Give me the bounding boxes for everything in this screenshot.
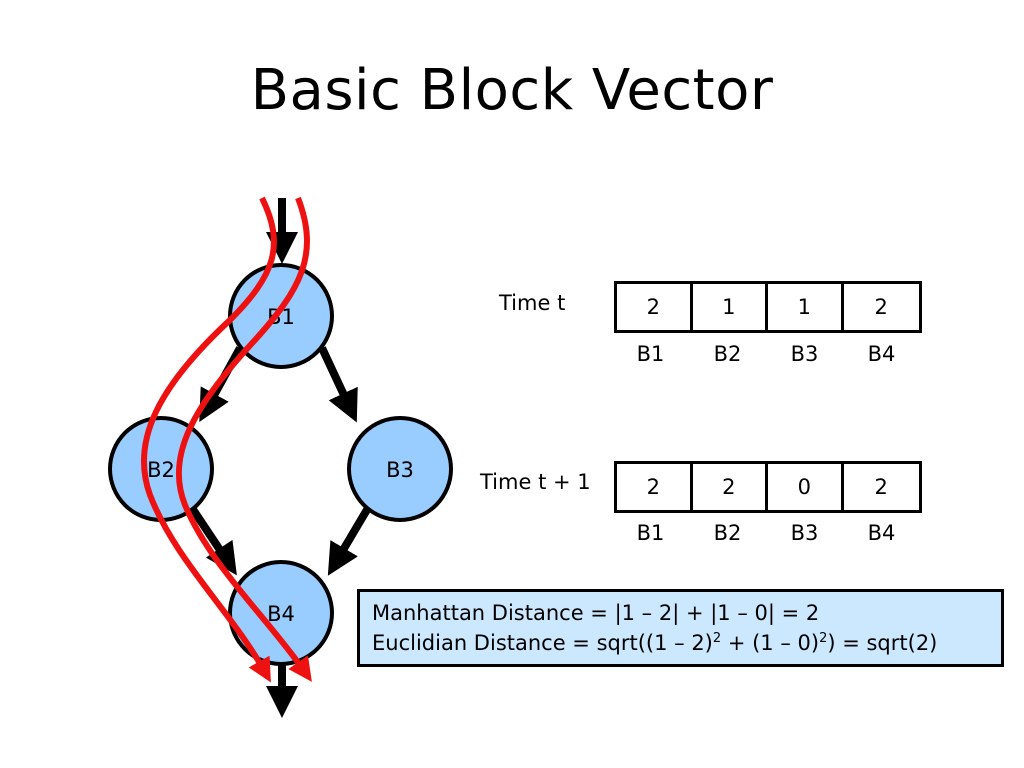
vector-t1-header: B3 xyxy=(790,521,819,545)
vector-t1-headers: B1 B2 B3 B4 xyxy=(612,521,920,545)
vector-t1: 2 2 0 2 xyxy=(614,461,922,513)
node-b2: B2 xyxy=(108,416,214,522)
vector-t-header: B3 xyxy=(790,342,819,366)
vector-t: 2 1 1 2 xyxy=(614,281,922,333)
vector-t1-header: B2 xyxy=(713,521,742,545)
execution-path-1 xyxy=(140,196,277,683)
vector-t1-cell: 2 xyxy=(693,464,768,510)
node-b4-circle xyxy=(228,560,334,666)
execution-path-2 xyxy=(175,196,312,682)
vector-t1-cell: 0 xyxy=(768,464,844,510)
vector-t1-header: B1 xyxy=(636,521,665,545)
edge-b2-b4 xyxy=(188,505,237,576)
euclid-part-a: Euclidian Distance = sqrt((1 – 2) xyxy=(372,631,713,655)
vector-t-header: B4 xyxy=(867,342,896,366)
vector-t-headers: B1 B2 B3 B4 xyxy=(612,342,920,366)
manhattan-distance: Manhattan Distance = |1 – 2| + |1 – 0| =… xyxy=(372,601,820,625)
node-b3-circle xyxy=(347,416,453,522)
distance-box: Manhattan Distance = |1 – 2| + |1 – 0| =… xyxy=(357,589,1004,667)
vector-t-cell: 1 xyxy=(768,284,844,330)
vector-t-header: B2 xyxy=(713,342,742,366)
node-b4-label: B4 xyxy=(267,602,295,626)
vector-t1-cell: 2 xyxy=(874,475,888,499)
edge-b1-b3 xyxy=(318,346,358,423)
slide-title: Basic Block Vector xyxy=(250,58,774,123)
node-b2-label: B2 xyxy=(147,458,175,482)
node-b3-label: B3 xyxy=(386,458,414,482)
vector-t1-label: Time t + 1 xyxy=(480,470,591,494)
euclid-part-b: + (1 – 0) xyxy=(721,631,820,655)
euclid-exponent-2: 2 xyxy=(819,631,828,646)
euclidian-distance: Euclidian Distance = sqrt((1 – 2)2 + (1 … xyxy=(372,628,989,658)
euclid-part-c: ) = sqrt(2) xyxy=(827,631,938,655)
vector-t1-cell: 2 xyxy=(617,464,693,510)
euclid-exponent-1: 2 xyxy=(712,631,722,646)
vector-t-cell: 2 xyxy=(617,284,693,330)
vector-t1-header: B4 xyxy=(867,521,896,545)
node-b4: B4 xyxy=(228,560,334,666)
edge-b3-b4 xyxy=(327,505,372,576)
node-b3: B3 xyxy=(347,416,453,522)
vector-t-cell: 2 xyxy=(874,295,888,319)
vector-t-cell: 1 xyxy=(693,284,768,330)
vector-t-label: Time t xyxy=(499,291,566,315)
vector-t-header: B1 xyxy=(636,342,665,366)
